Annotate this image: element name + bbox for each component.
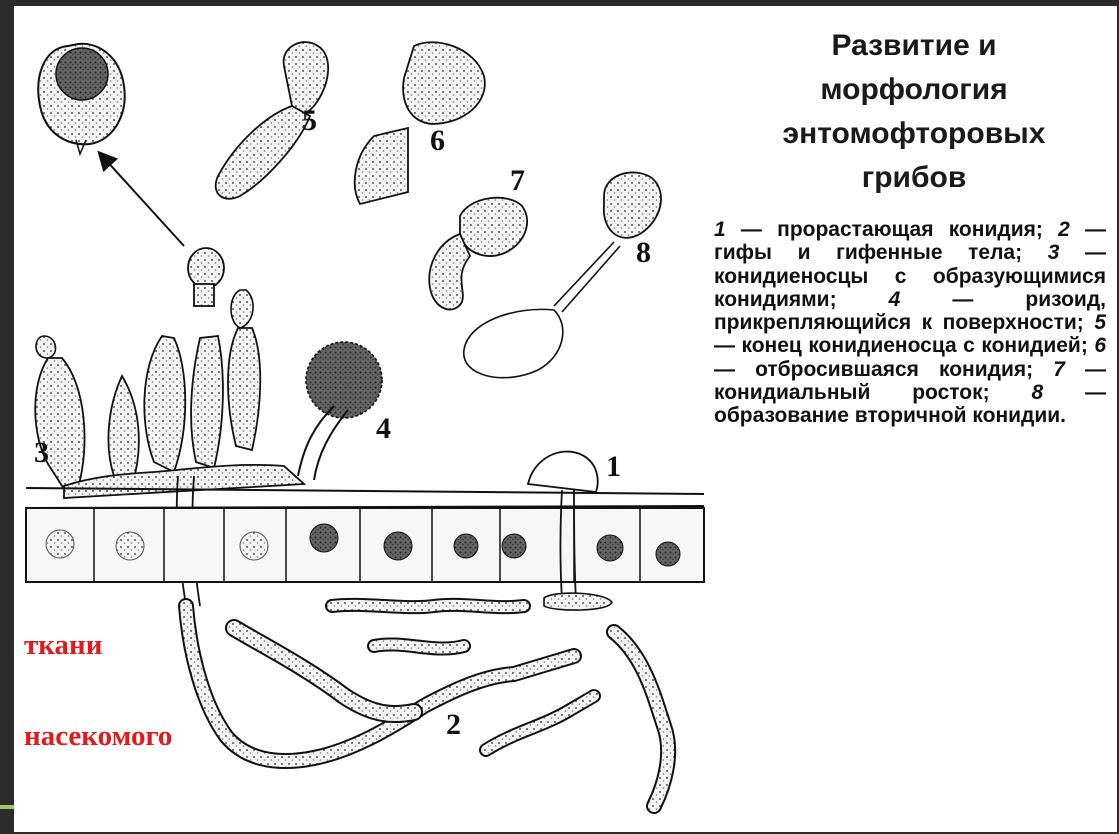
caption-num-5: 5 xyxy=(1094,311,1106,334)
caption-num-6: 6 xyxy=(1094,334,1106,357)
figure-number-7: 7 xyxy=(510,164,525,197)
slide-title: Развитие и морфология энтомофторовых гри… xyxy=(744,24,1084,200)
caption-num-7: 7 xyxy=(1053,358,1065,381)
caption-num-8: 8 xyxy=(1031,381,1043,404)
small-spore xyxy=(188,248,224,306)
title-line-4: грибов xyxy=(744,156,1084,200)
figure-number-6: 6 xyxy=(430,124,445,157)
caption-num-3: 3 xyxy=(1048,241,1060,264)
figure-number-5: 5 xyxy=(302,104,317,137)
caption-text-1: — прорастающая конидия; xyxy=(726,218,1058,241)
figure-number-4: 4 xyxy=(376,412,391,445)
figure-number-1: 1 xyxy=(606,450,621,483)
fungus-illustration: 1 2 3 4 5 6 7 8 xyxy=(14,6,714,832)
figure-number-8: 8 xyxy=(636,236,651,269)
discharged-conidium-6 xyxy=(355,42,485,204)
rhizoid-4 xyxy=(298,342,382,480)
caption-num-4: 4 xyxy=(889,288,901,311)
title-line-2: морфология xyxy=(744,68,1084,112)
slide: 1 2 3 4 5 6 7 8 ткани насекомого Развити… xyxy=(14,6,1117,832)
tissue-label-line2: насекомого xyxy=(24,720,172,753)
tissue-label-line1: ткани xyxy=(24,629,102,662)
caption-num-2: 2 xyxy=(1058,218,1070,241)
figure-caption: 1 — прорастающая конидия; 2 — гифы и гиф… xyxy=(714,218,1106,428)
figure-number-3: 3 xyxy=(34,436,49,469)
hyphae-2 xyxy=(186,605,668,806)
caption-text-5: — конец конидиеносца с конидией; xyxy=(714,334,1094,357)
figure-number-2: 2 xyxy=(446,708,461,741)
edge-accent xyxy=(0,805,14,809)
title-line-1: Развитие и xyxy=(744,24,1084,68)
arrow xyxy=(104,158,184,246)
conidium-top-left xyxy=(38,44,124,154)
caption-num-1: 1 xyxy=(714,218,726,241)
insect-cuticle xyxy=(26,488,704,582)
caption-text-6: — отбросившаяся конидия; xyxy=(714,358,1053,381)
title-line-3: энтомофторовых xyxy=(744,112,1084,156)
conidial-germ-tube-7 xyxy=(429,198,527,310)
